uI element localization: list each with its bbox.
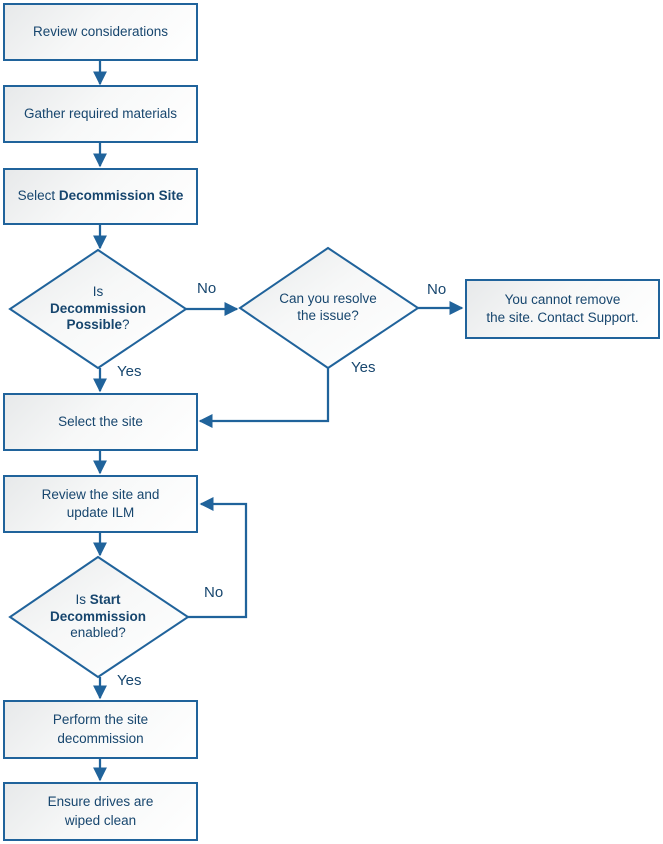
diamond-label-line1-prefix: Is [75,592,90,607]
arrow-diamond3-no-loop-to-review-ilm [188,497,248,619]
diamond-label-line1: Is Start [18,592,178,609]
node-label: Select Decommission Site [18,187,184,205]
node-label: Gather required materials [23,105,178,121]
diamond-is-decommission-possible-label: Is Decommission Possible? [18,284,178,334]
node-label-line1: Perform the site [52,712,149,728]
node-label: Select the site [58,413,143,429]
node-review-site-update-ilm: Review the site and update ILM [3,475,198,533]
diamond-label-line3: Possible? [18,317,178,334]
node-perform-site-decommission: Perform the site decommission [3,700,198,759]
edge-label-yes-1: Yes [117,363,142,380]
node-label-bold: Decommission Site [58,188,184,204]
node-review-considerations: Review considerations [3,3,198,61]
diamond-label-line2-bold: Decommission [49,300,147,316]
diamond-label-line2-bold: Decommission [49,608,147,624]
diamond-label-line1: Is [92,284,104,299]
node-select-decommission-site: Select Decommission Site [3,168,198,225]
edge-label-yes-3: Yes [117,672,142,689]
diamond-label-line2: the issue? [297,307,359,323]
diamond-label-line2: Decommission [18,609,178,626]
node-label: Review considerations [32,23,169,39]
node-label-prefix: Select [17,188,59,204]
diamond-label-line3-bold: Possible [66,317,122,333]
node-label-line1: Ensure drives are [47,794,154,810]
edge-label-no-2: No [427,281,447,298]
edge-label-yes-2: Yes [351,359,376,376]
diamond-is-decommission-possible-shape [8,248,188,370]
diamond-label-line1-bold: Start [89,592,121,607]
node-gather-required-materials: Gather required materials [3,85,198,143]
node-label-line2: wiped clean [64,812,137,828]
node-label-line2: decommission [57,730,144,746]
diamond-label-line2: Decommission [18,301,178,318]
node-label-line1: Review the site and [41,486,160,502]
diamond-label-line1: Can you resolve [279,291,377,306]
edge-label-no-1: No [197,280,217,297]
diamond-can-you-resolve-label: Can you resolve the issue? [248,291,408,324]
arrow-diamond2-yes-to-select-site [198,368,330,428]
edge-label-no-3: No [204,584,224,601]
node-ensure-drives-wiped: Ensure drives are wiped clean [3,782,198,841]
diamond-is-start-decommission-enabled-label: Is Start Decommission enabled? [18,592,178,642]
node-label-line2: update ILM [66,505,135,520]
diamond-is-start-decommission-enabled-shape [8,555,190,679]
node-label-line2: the site. Contact Support. [486,310,639,325]
node-cannot-remove-site: You cannot remove the site. Contact Supp… [465,279,660,339]
diamond-label-line3: enabled? [70,625,126,641]
node-label-line1: You cannot remove [504,291,621,307]
node-select-the-site: Select the site [3,393,198,451]
diamond-label-line3-suffix: ? [122,317,130,333]
